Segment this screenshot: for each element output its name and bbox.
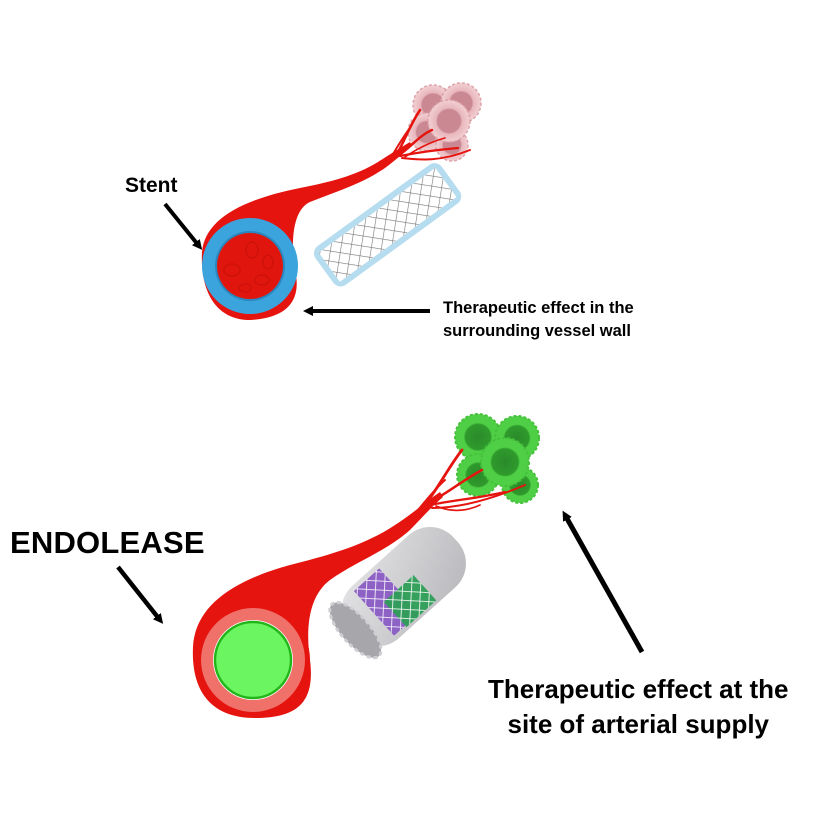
endolease-device <box>328 526 466 660</box>
tumor-cell <box>427 99 471 143</box>
top-panel <box>163 82 482 320</box>
stent-illustration <box>313 163 462 287</box>
arterial-supply-effect-label: Therapeutic effect at the site of arteri… <box>488 672 789 742</box>
arterial-branches <box>417 448 526 512</box>
arterial-supply-effect-line1: Therapeutic effect at the <box>488 674 789 704</box>
arterial-supply-arrow <box>562 510 645 654</box>
tumor-cell <box>480 437 530 487</box>
arterial-branches <box>387 108 471 163</box>
vessel-wall-effect-label: Therapeutic effect in the surrounding ve… <box>443 297 634 343</box>
lumen-blood <box>217 233 283 299</box>
stent-label: Stent <box>125 174 178 197</box>
endolease-label: ENDOLEASE <box>10 525 205 560</box>
stent-arrow <box>163 202 203 250</box>
vessel-wall-effect-line2: surrounding vessel wall <box>443 322 631 340</box>
vessel-cross-section-stent <box>202 218 298 314</box>
vessel-cross-section-endolease <box>196 603 310 717</box>
tumor-cluster-treated <box>454 413 540 504</box>
arterial-supply-effect-line2: site of arterial supply <box>507 709 770 739</box>
endolease-arrow <box>116 565 164 624</box>
bottom-panel <box>116 413 645 718</box>
vessel-wall-effect-line1: Therapeutic effect in the <box>443 299 634 317</box>
lumen-treated <box>213 620 293 700</box>
